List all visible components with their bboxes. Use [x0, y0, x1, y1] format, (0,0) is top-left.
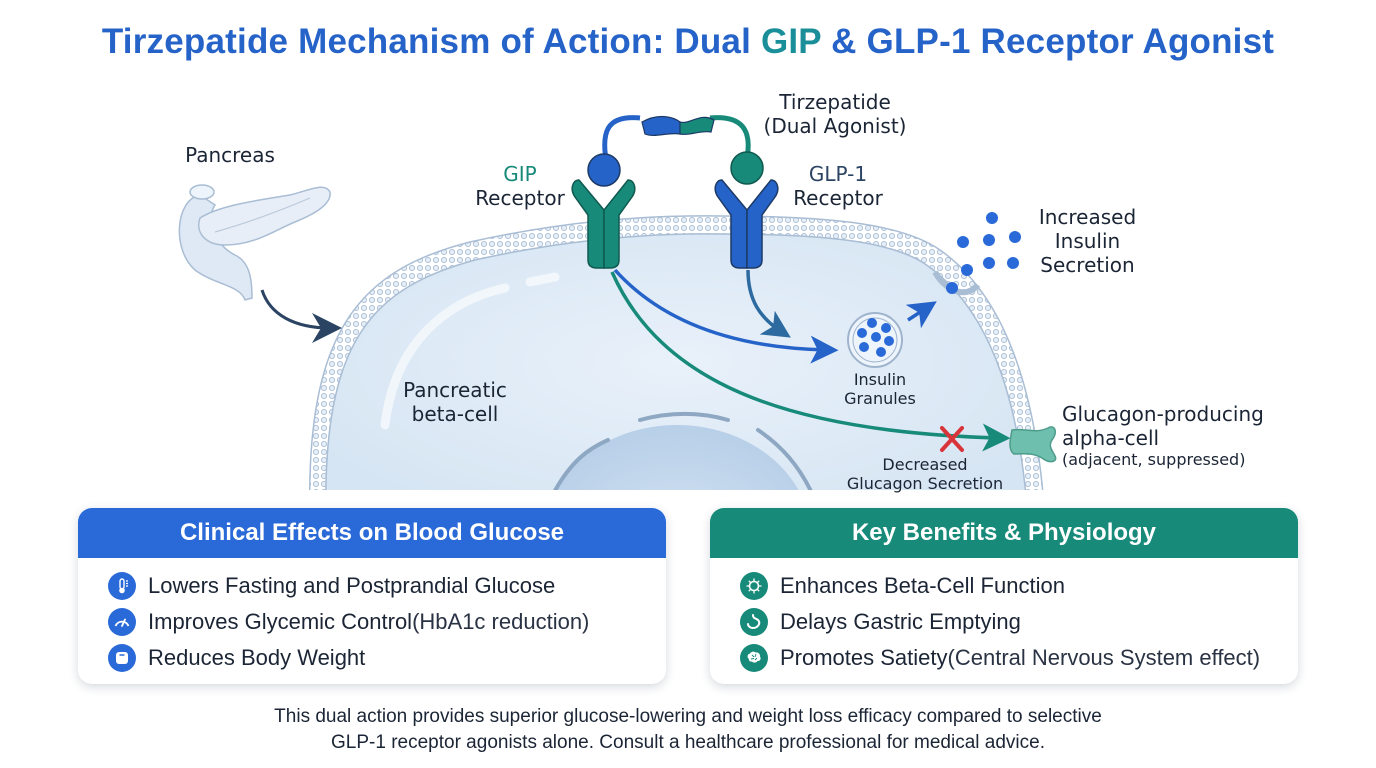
- alpha-label-line1: Glucagon-producing: [1062, 402, 1264, 426]
- stomach-icon: [740, 608, 768, 636]
- footer-line1: This dual action provides superior gluco…: [274, 706, 1102, 727]
- pancreas-to-cell-arrow: [260, 289, 342, 343]
- insulin-secretion-label: Increased Insulin Secretion: [1025, 205, 1150, 277]
- tirzepatide-label-line2: (Dual Agonist): [763, 114, 907, 138]
- gip-label-line1: GIP: [503, 162, 537, 186]
- highlight: [380, 283, 510, 430]
- key-benefits-list: Enhances Beta-Cell Function Delays Gastr…: [710, 558, 1298, 676]
- list-item: Reduces Body Weight: [108, 640, 666, 676]
- gauge-icon: [108, 608, 136, 636]
- nucleus-envelope: [756, 428, 813, 490]
- clinical-effects-card: Clinical Effects on Blood Glucose Lowers…: [78, 508, 666, 684]
- item-text: Promotes Satiety: [780, 645, 948, 670]
- list-item: Enhances Beta-Cell Function: [740, 568, 1298, 604]
- gip-receptor-label: GIP Receptor: [460, 162, 580, 210]
- insulin-secretion-line2: Insulin: [1054, 229, 1121, 253]
- item-text: Improves Glycemic Control: [148, 609, 413, 634]
- beta-cell-label-line1: Pancreatic: [403, 378, 507, 402]
- key-benefits-header: Key Benefits & Physiology: [710, 508, 1298, 558]
- brain-icon: [740, 644, 768, 672]
- footer-line2-rest: Consult a healthcare professional for me…: [594, 732, 1045, 753]
- secreted-insulin: [946, 212, 1021, 294]
- pancreas-organ: [178, 184, 331, 301]
- cell-icon: [740, 572, 768, 600]
- clinical-effects-list: Lowers Fasting and Postprandial Glucose …: [78, 558, 666, 676]
- nucleus: [555, 425, 799, 490]
- tirzepatide-label: Tirzepatide (Dual Agonist): [745, 90, 925, 138]
- drug-molecule-glp1-half: [679, 116, 715, 136]
- pancreas-label: Pancreas: [185, 143, 275, 167]
- item-text: Enhances Beta-Cell Function: [780, 573, 1065, 598]
- list-item: Lowers Fasting and Postprandial Glucose: [108, 568, 666, 604]
- item-text: Delays Gastric Emptying: [780, 609, 1021, 634]
- granules-to-membrane-arrow: [905, 301, 937, 329]
- glp1-receptor-label: GLP-1 Receptor: [778, 162, 898, 210]
- scale-icon: [108, 644, 136, 672]
- title-accent-text: GIP: [760, 22, 822, 61]
- footer-line2: GLP-1 receptor agonists alone. Consult a…: [0, 730, 1376, 756]
- alpha-label-line3: (adjacent, suppressed): [1062, 450, 1246, 469]
- highlight: [525, 272, 560, 287]
- beta-cell-label-line2: beta-cell: [411, 402, 499, 426]
- insulin-secretion-line3: Secretion: [1040, 253, 1135, 277]
- drug-linker-teal: [709, 115, 751, 159]
- alpha-cell-label: Glucagon-producing alpha-cell (adjacent,…: [1062, 402, 1302, 469]
- title-main-text: Tirzepatide Mechanism of Action: Dual: [101, 22, 761, 61]
- insulin-granules-label: Insulin Granules: [825, 370, 935, 408]
- title-tail-text: & GLP-1 Receptor Agonist: [821, 22, 1275, 61]
- inhibition-x-icon: [940, 426, 964, 452]
- nucleus-envelope: [553, 438, 610, 490]
- footer-note: This dual action provides superior gluco…: [0, 704, 1376, 756]
- glucagon-label-line2: Glucagon Secretion: [846, 474, 1004, 494]
- drug-molecule-gip-half: [641, 115, 681, 137]
- list-item: Improves Glycemic Control (HbA1c reducti…: [108, 604, 666, 640]
- tirzepatide-label-line1: Tirzepatide: [779, 90, 891, 114]
- beta-cell-label: Pancreatic beta-cell: [390, 378, 520, 426]
- item-text: Lowers Fasting and Postprandial Glucose: [148, 573, 556, 598]
- glucagon-suppression-arrow: [610, 271, 1011, 452]
- glp1-label-line2: Receptor: [793, 186, 883, 210]
- insulin-granules: [847, 312, 903, 368]
- gip-to-granules-arrow: [613, 268, 839, 364]
- alpha-label-line2: alpha-cell: [1062, 426, 1160, 450]
- item-text: Reduces Body Weight: [148, 645, 366, 670]
- clinical-effects-header: Clinical Effects on Blood Glucose: [78, 508, 666, 558]
- page-title: Tirzepatide Mechanism of Action: Dual GI…: [0, 22, 1376, 62]
- list-item: Promotes Satiety (Central Nervous System…: [740, 640, 1298, 676]
- alpha-cell-shape: [1009, 426, 1057, 463]
- cell-cytoplasm: [325, 233, 1027, 490]
- nucleus-envelope: [638, 412, 730, 422]
- list-item: Delays Gastric Emptying: [740, 604, 1298, 640]
- glp1-receptor: [714, 151, 779, 269]
- item-subtext: (Central Nervous System effect): [947, 645, 1261, 670]
- thermometer-icon: [108, 572, 136, 600]
- gip-receptor: [571, 153, 636, 269]
- glp1-to-granules-arrow: [746, 269, 791, 338]
- granules-label-line2: Granules: [844, 389, 916, 409]
- key-benefits-card: Key Benefits & Physiology Enhances Beta-…: [710, 508, 1298, 684]
- glucagon-decrease-label: Decreased Glucagon Secretion: [830, 455, 1020, 493]
- glp1-label-line1: GLP-1: [808, 162, 868, 186]
- footer-line2-strong: GLP-1 receptor agonists alone.: [331, 732, 595, 753]
- item-subtext: (HbA1c reduction): [412, 609, 590, 634]
- glucagon-label-line1: Decreased: [882, 455, 968, 474]
- mechanism-diagram: [178, 115, 1057, 490]
- insulin-secretion-line1: Increased: [1038, 205, 1137, 229]
- gip-label-line2: Receptor: [475, 186, 565, 210]
- granules-label-line1: Insulin: [853, 370, 907, 389]
